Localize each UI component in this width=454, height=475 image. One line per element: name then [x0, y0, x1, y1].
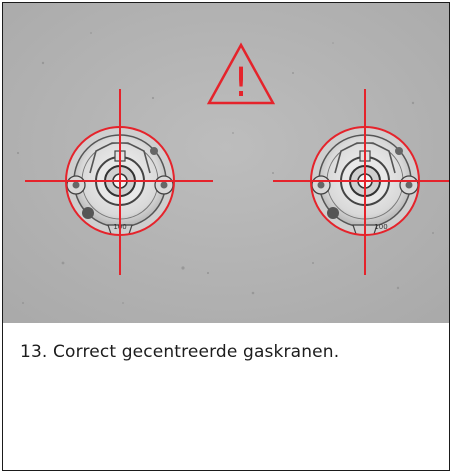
gas-tap-illustration: ! 100 100 — [3, 3, 449, 323]
warning-glyph: ! — [233, 60, 249, 106]
warning-triangle-icon: ! — [206, 42, 276, 106]
crosshair-icon — [273, 89, 449, 275]
figure-photo: ! 100 100 — [3, 3, 449, 323]
dial-marking: 100 — [374, 223, 387, 231]
figure-frame: ! 100 100 — [2, 2, 450, 471]
figure-caption: 13. Correct gecentreerde gaskranen. — [20, 342, 340, 362]
crosshair-icon — [25, 89, 213, 275]
